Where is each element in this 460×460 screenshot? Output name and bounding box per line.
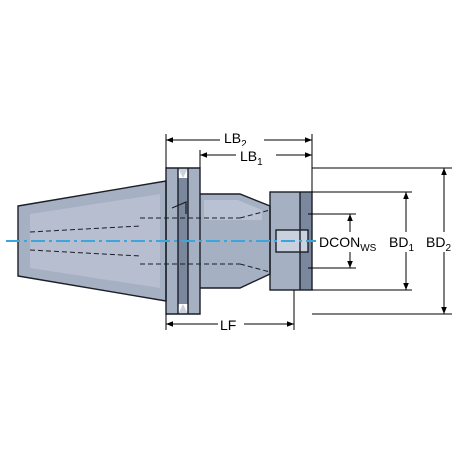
flange-notch-bottom (178, 304, 188, 314)
label-lb1: LB1 (240, 148, 263, 168)
label-lb2: LB2 (224, 130, 247, 150)
label-bd2: BD2 (426, 234, 451, 254)
neck-highlight (204, 200, 262, 220)
label-lf: LF (220, 317, 236, 333)
flange-left-ring (166, 168, 178, 314)
label-bd1: BD1 (389, 234, 414, 254)
flange-notch-top (178, 168, 188, 178)
label-dcon-ws: DCONWS (319, 234, 377, 254)
